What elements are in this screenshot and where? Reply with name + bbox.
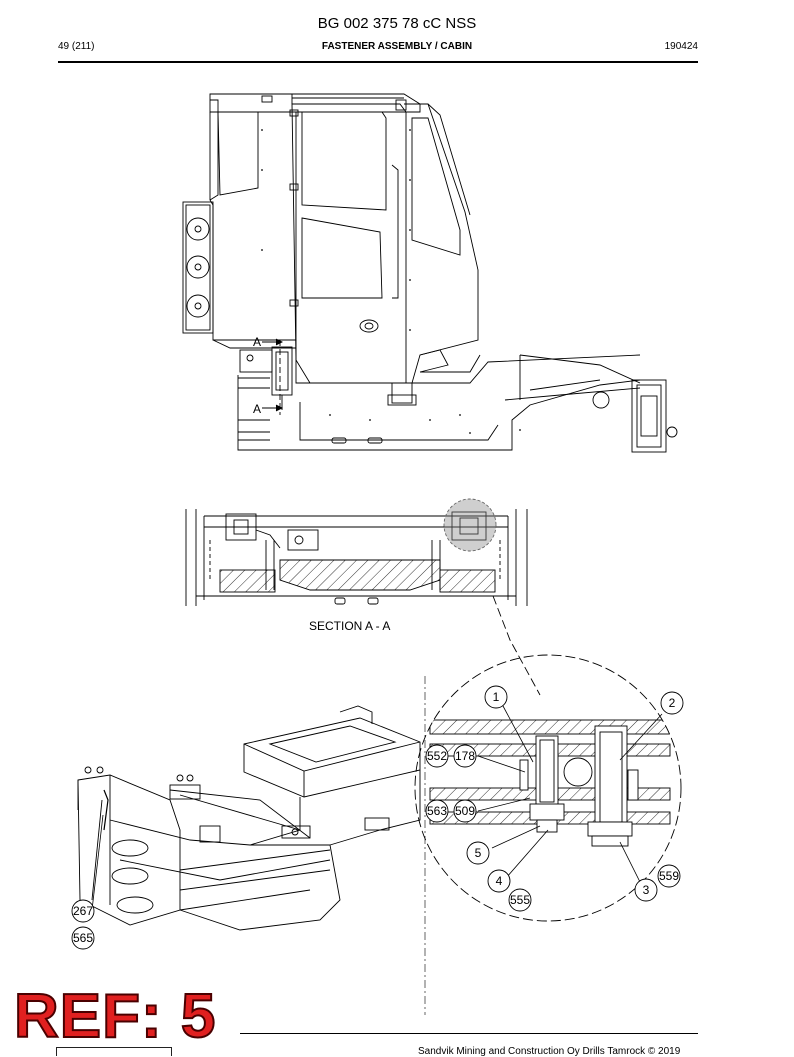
callout-4: 4 [496, 874, 503, 888]
callout-2: 2 [669, 696, 676, 710]
isometric-frame-view [77, 705, 421, 931]
page-number: 49 (211) [58, 41, 95, 52]
detail-view [414, 654, 682, 922]
footer-rule [240, 1033, 698, 1035]
callout-509: 509 [455, 804, 475, 818]
section-label: SECTION A - A [309, 619, 390, 633]
callout-552: 552 [427, 749, 447, 763]
callout-267: 267 [73, 904, 93, 918]
callout-5: 5 [475, 846, 482, 860]
callout-555: 555 [510, 893, 530, 907]
date-code: 190424 [664, 41, 698, 52]
header-rule [58, 61, 698, 63]
callout-559: 559 [659, 869, 679, 883]
section-title: FASTENER ASSEMBLY / CABIN [321, 41, 473, 52]
callout-leaders [91, 705, 663, 911]
document-title: BG 002 375 78 cC NSS [317, 15, 477, 32]
callout-563: 563 [427, 804, 447, 818]
cabin-side-view [182, 93, 678, 453]
callout-balloons [71, 685, 684, 950]
callout-565: 565 [73, 931, 93, 945]
callout-3: 3 [643, 883, 650, 897]
logo-mark [56, 1047, 172, 1056]
ref-stamp: REF: 5 [13, 982, 217, 1051]
cut-marker-bottom: A [253, 402, 261, 416]
cut-marker-top: A [253, 335, 261, 349]
callout-178: 178 [455, 749, 475, 763]
footer-copyright: Sandvik Mining and Construction Oy Drill… [418, 1046, 681, 1057]
section-a-a-view [185, 498, 541, 696]
callout-1: 1 [493, 690, 500, 704]
